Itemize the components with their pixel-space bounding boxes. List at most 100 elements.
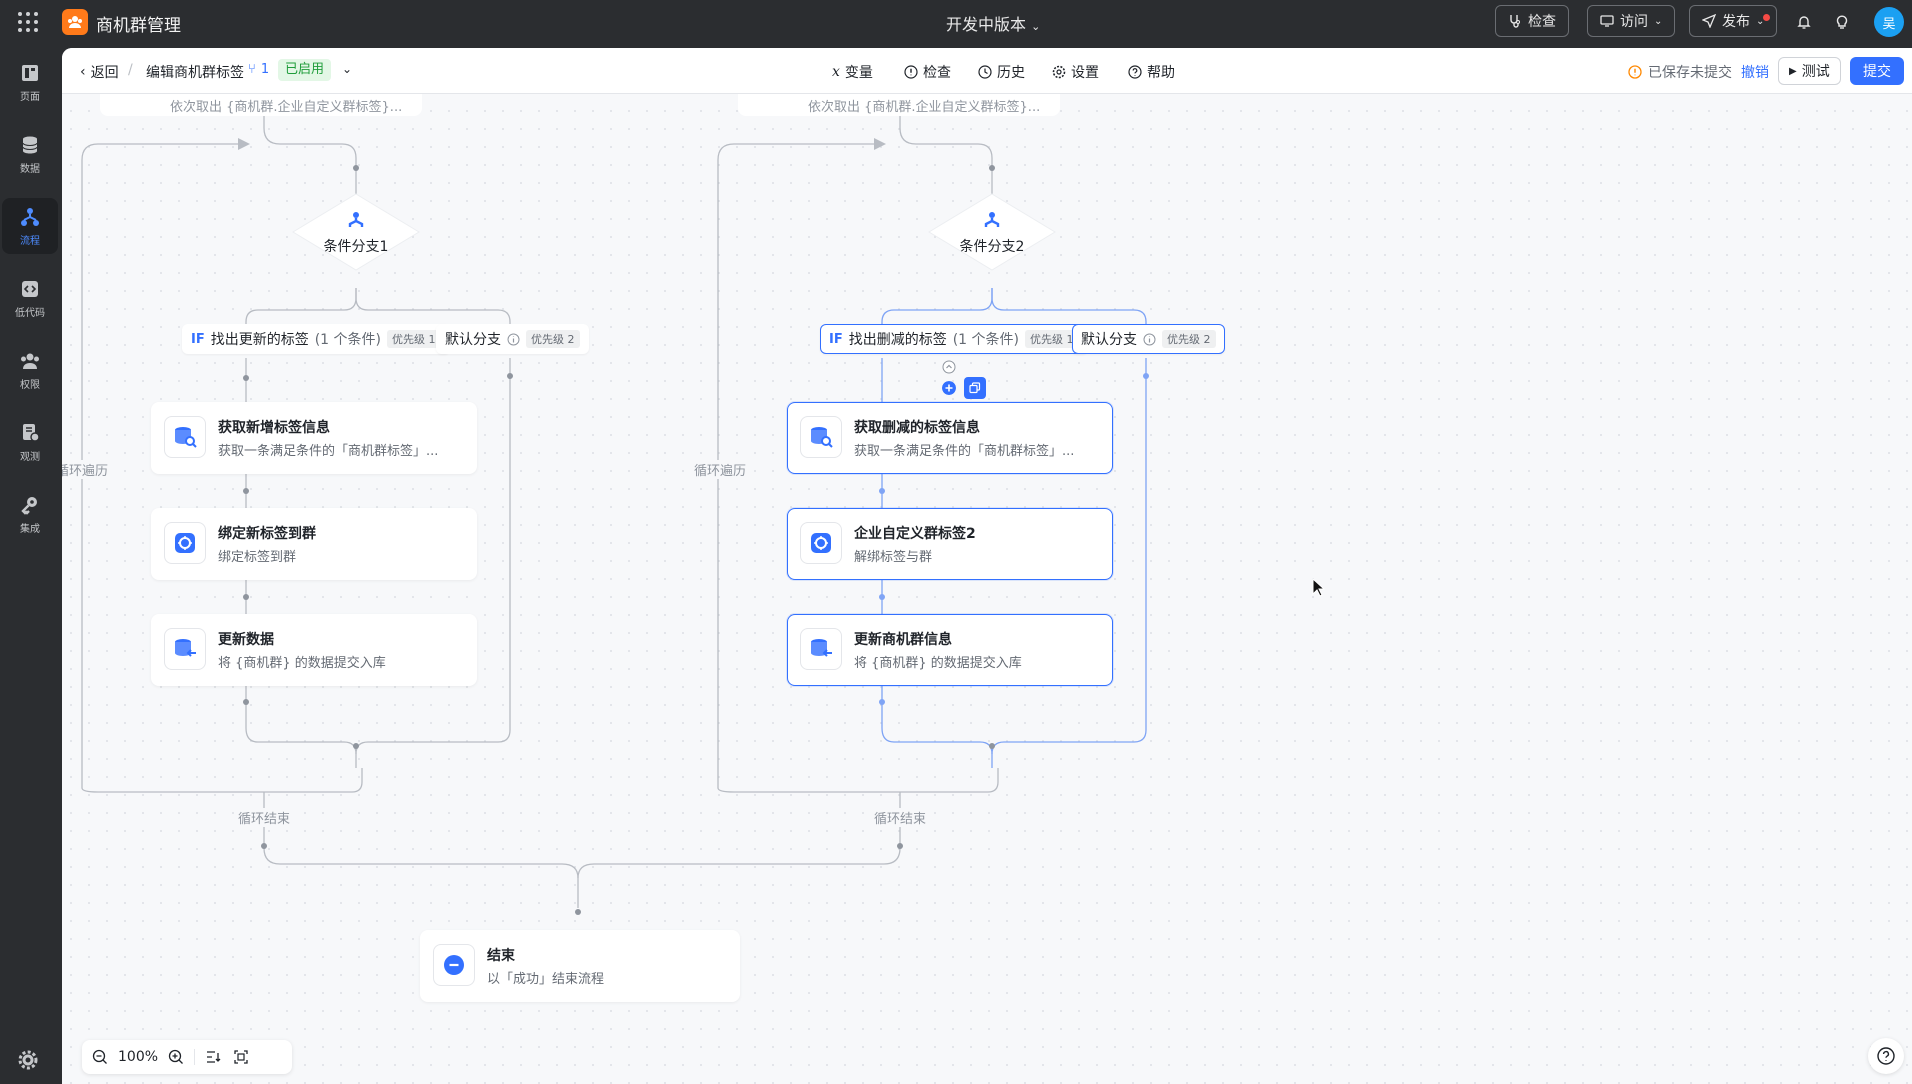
test-label: 测试 bbox=[1801, 64, 1830, 80]
app-name: 商机群管理 bbox=[96, 16, 181, 36]
auto-layout-icon[interactable] bbox=[203, 1047, 223, 1067]
node-desc: 绑定标签到群 bbox=[218, 550, 297, 565]
action-node[interactable]: 绑定新标签到群 绑定标签到群 bbox=[151, 508, 477, 580]
check-button[interactable]: 检查 bbox=[1495, 5, 1569, 37]
check-icon bbox=[904, 65, 918, 79]
action-node[interactable]: 获取删减的标签信息 获取一条满足条件的「商机群标签」... bbox=[787, 402, 1113, 474]
branch-icon bbox=[348, 212, 364, 227]
chevron-down-icon: ⌄ bbox=[1756, 15, 1765, 27]
tool-help[interactable]: 帮助 bbox=[1128, 62, 1175, 82]
tool-variable[interactable]: 𝑥 变量 bbox=[832, 62, 873, 82]
save-status-text: 已保存未提交 bbox=[1648, 65, 1732, 81]
tool-history[interactable]: 历史 bbox=[978, 62, 1025, 82]
database-icon bbox=[22, 136, 38, 153]
node-title: 更新商机群信息 bbox=[854, 632, 952, 648]
sidebar-item-flow[interactable]: 流程 bbox=[2, 198, 58, 254]
fit-view-icon[interactable] bbox=[231, 1047, 251, 1067]
version-label: 开发中版本 bbox=[946, 15, 1027, 34]
sidebar-item-integration[interactable]: 集成 bbox=[2, 486, 58, 542]
editor-header: ‹ 返回 / 编辑商机群标签 ⑂ 1 已启用 ⌄ 𝑥 变量 检查 历史 设置 bbox=[62, 48, 1912, 94]
loop-node-stub[interactable]: 依次取出 {商机群.企业自定义群标签}... bbox=[100, 94, 422, 116]
add-node-icon[interactable] bbox=[942, 381, 956, 395]
version-link[interactable]: ⑂ 1 bbox=[248, 62, 269, 77]
publish-button[interactable]: 发布 ⌄ bbox=[1689, 5, 1778, 37]
status-badge: 已启用 bbox=[278, 59, 332, 81]
zoom-out-icon[interactable] bbox=[90, 1047, 110, 1067]
submit-button[interactable]: 提交 bbox=[1850, 57, 1904, 85]
priority-badge: 优先级 2 bbox=[1162, 330, 1216, 348]
undo-label: 撤销 bbox=[1741, 65, 1769, 81]
sidebar-item-data[interactable]: 数据 bbox=[2, 126, 58, 182]
loop-label: 循环遍历 bbox=[692, 460, 749, 479]
play-icon: ▶ bbox=[1789, 65, 1797, 77]
sidebar-item-label: 观测 bbox=[20, 451, 40, 463]
if-tag: IF bbox=[829, 331, 843, 347]
gear-icon[interactable] bbox=[16, 1048, 40, 1072]
action-node[interactable]: 更新商机群信息 将 {商机群} 的数据提交入库 bbox=[787, 614, 1113, 686]
sidebar-item-monitor[interactable]: 观测 bbox=[2, 414, 58, 470]
sidebar-item-page[interactable]: 页面 bbox=[2, 54, 58, 110]
arrow-icon bbox=[874, 138, 886, 150]
publish-button-label: 发布 bbox=[1722, 14, 1750, 30]
send-icon bbox=[1702, 14, 1716, 28]
condition-node-right[interactable]: 条件分支2 bbox=[927, 192, 1057, 272]
sidebar-item-label: 低代码 bbox=[15, 307, 45, 319]
stethoscope-icon bbox=[1510, 15, 1520, 28]
copy-node-button[interactable] bbox=[964, 377, 986, 399]
branch-icon bbox=[984, 212, 1000, 227]
toolbar-divider bbox=[194, 1049, 196, 1065]
branch-conditions: (1 个条件) bbox=[952, 332, 1019, 348]
bell-icon[interactable] bbox=[1794, 12, 1814, 32]
node-title: 企业自定义群标签2 bbox=[854, 526, 976, 542]
loop-node-stub[interactable]: 依次取出 {商机群.企业自定义群标签}... bbox=[738, 94, 1060, 116]
zoom-toolbar: 100% bbox=[82, 1040, 292, 1074]
version-selector[interactable]: 开发中版本 ⌄ bbox=[946, 11, 1040, 35]
back-button[interactable]: ‹ 返回 bbox=[80, 62, 119, 82]
action-node[interactable]: 更新数据 将 {商机群} 的数据提交入库 bbox=[151, 614, 477, 686]
undo-link[interactable]: 撤销 bbox=[1741, 62, 1769, 82]
priority-badge: 优先级 2 bbox=[526, 330, 580, 348]
app-grid-icon[interactable] bbox=[16, 10, 40, 34]
end-icon bbox=[433, 944, 475, 986]
condition-node-left[interactable]: 条件分支1 bbox=[291, 192, 421, 272]
app-logo-icon bbox=[62, 9, 88, 35]
key-icon bbox=[21, 496, 37, 515]
chevron-down-icon: ⌄ bbox=[1654, 15, 1663, 27]
end-node[interactable]: 结束 以「成功」结束流程 bbox=[420, 930, 740, 1002]
test-button[interactable]: ▶ 测试 bbox=[1778, 57, 1841, 85]
tool-label: 历史 bbox=[997, 65, 1025, 81]
sidebar-item-label: 页面 bbox=[20, 91, 40, 103]
loop-node-stub-text: 依次取出 {商机群.企业自定义群标签}... bbox=[808, 100, 1041, 115]
monitor-icon bbox=[1600, 15, 1614, 27]
loop-end-label: 循环结束 bbox=[236, 808, 293, 827]
collapse-icon[interactable] bbox=[942, 360, 956, 374]
users-icon bbox=[21, 353, 39, 369]
save-status: 已保存未提交 bbox=[1628, 62, 1732, 82]
settings-icon bbox=[1052, 65, 1066, 79]
lightbulb-icon[interactable] bbox=[1832, 12, 1852, 32]
branch-if-right[interactable]: IF 找出删减的标签 (1 个条件) 优先级 1 bbox=[820, 324, 1088, 354]
sidebar: 页面 数据 流程 低代码 权限 观测 集成 bbox=[0, 48, 62, 1084]
action-node[interactable]: 获取新增标签信息 获取一条满足条件的「商机群标签」... bbox=[151, 402, 477, 474]
help-fab-button[interactable] bbox=[1868, 1038, 1904, 1074]
sidebar-item-permission[interactable]: 权限 bbox=[2, 342, 58, 398]
priority-badge: 优先级 1 bbox=[387, 330, 441, 348]
tool-check[interactable]: 检查 bbox=[904, 62, 951, 82]
db-search-icon bbox=[164, 416, 206, 458]
sidebar-item-lowcode[interactable]: 低代码 bbox=[2, 270, 58, 326]
tool-label: 检查 bbox=[923, 65, 951, 81]
breadcrumb-separator: / bbox=[128, 62, 133, 78]
warning-icon bbox=[1628, 65, 1642, 79]
branch-default-right[interactable]: 默认分支 优先级 2 bbox=[1072, 324, 1225, 354]
sidebar-item-label: 数据 bbox=[20, 163, 40, 175]
chevron-down-icon[interactable]: ⌄ bbox=[342, 62, 353, 76]
branch-if-left[interactable]: IF 找出更新的标签 (1 个条件) 优先级 1 bbox=[182, 324, 450, 354]
tool-settings[interactable]: 设置 bbox=[1052, 62, 1099, 82]
visit-button[interactable]: 访问 ⌄ bbox=[1587, 5, 1676, 37]
avatar[interactable]: 吴 bbox=[1874, 7, 1904, 37]
flow-name: 编辑商机群标签 bbox=[146, 62, 244, 82]
zoom-in-icon[interactable] bbox=[166, 1047, 186, 1067]
tool-label: 变量 bbox=[844, 65, 873, 81]
action-node[interactable]: 企业自定义群标签2 解绑标签与群 bbox=[787, 508, 1113, 580]
branch-default-left[interactable]: 默认分支 优先级 2 bbox=[436, 324, 589, 354]
